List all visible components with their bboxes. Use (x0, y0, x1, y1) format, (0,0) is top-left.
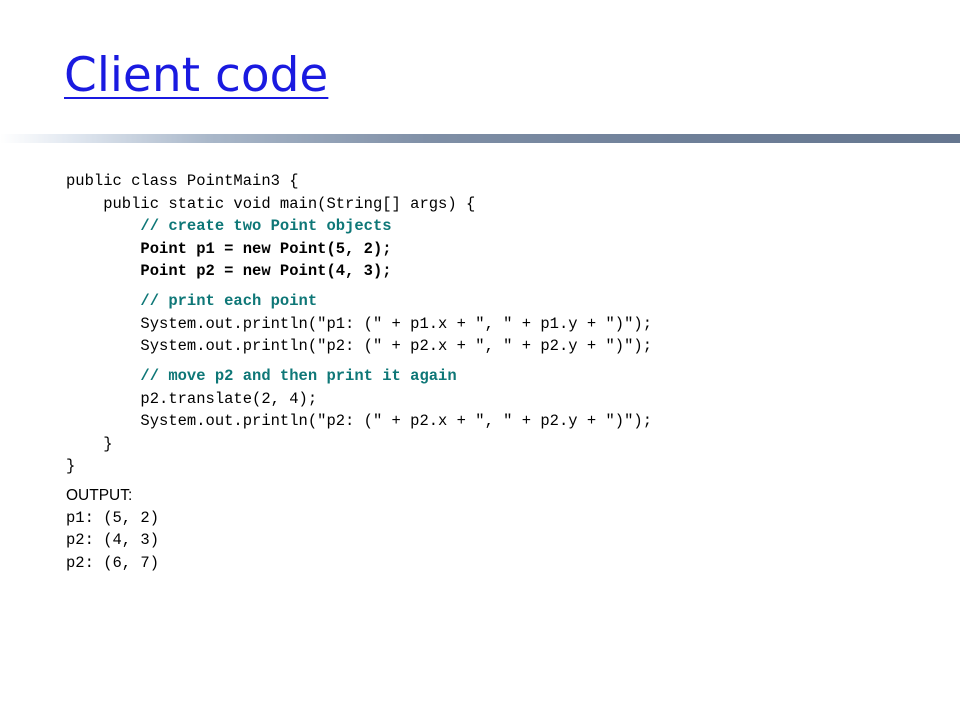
code-listing: public class PointMain3 { public static … (66, 170, 926, 574)
code-line-main-decl: public static void main(String[] args) { (66, 194, 476, 213)
code-comment-move-p2: // move p2 and then print it again (66, 367, 457, 385)
output-line: p1: (5, 2) (66, 508, 160, 527)
code-line-close-class: } (66, 457, 76, 475)
output-line: p2: (6, 7) (66, 553, 160, 572)
title-divider (0, 134, 960, 143)
code-line-p2-declaration: Point p2 = new Point(4, 3); (66, 262, 392, 280)
code-line-translate: p2.translate(2, 4); (66, 389, 318, 408)
code-line-print-p2: System.out.println("p2: (" + p2.x + ", "… (66, 337, 652, 355)
output-label: OUTPUT: (66, 486, 133, 504)
output-line: p2: (4, 3) (66, 531, 160, 549)
code-comment-create-points: // create two Point objects (66, 217, 392, 235)
slide-title: Client code (64, 48, 329, 103)
code-line-p1-declaration: Point p1 = new Point(5, 2); (66, 239, 392, 258)
code-line-close-method: } (66, 434, 113, 453)
code-line-class-decl: public class PointMain3 { (66, 172, 299, 190)
code-line-print-p1: System.out.println("p1: (" + p1.x + ", "… (66, 314, 652, 333)
code-line-print-p2-again: System.out.println("p2: (" + p2.x + ", "… (66, 412, 652, 430)
code-comment-print-points: // print each point (66, 292, 318, 310)
